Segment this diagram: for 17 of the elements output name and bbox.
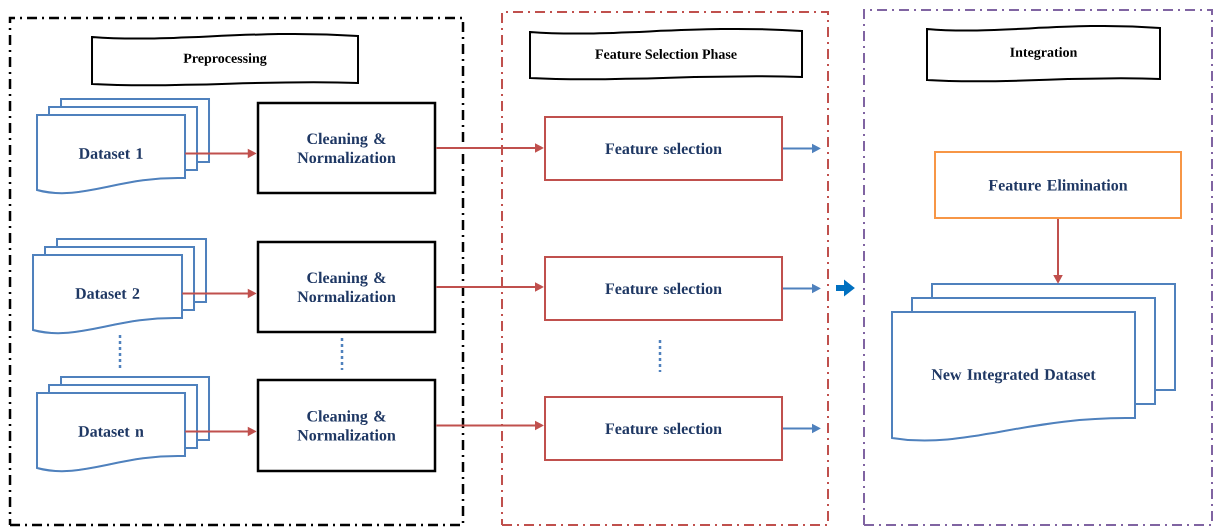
process-box: Cleaning & Normalization	[256, 378, 437, 473]
process-box: Cleaning & Normalization	[256, 101, 437, 195]
phase-title: Preprocessing	[91, 33, 359, 87]
process-box: Feature selection	[544, 256, 783, 321]
phase-title: Integration	[926, 25, 1161, 83]
phase-panel	[501, 11, 829, 526]
document-stack: Dataset 2	[32, 238, 207, 335]
process-box: Feature selection	[544, 396, 783, 461]
document-stack: New Integrated Dataset	[891, 283, 1176, 442]
process-box: Feature selection	[544, 116, 783, 181]
process-box: Cleaning & Normalization	[256, 240, 437, 334]
phase-panel	[8, 16, 465, 527]
document-stack: Dataset n	[36, 376, 210, 473]
phase-title: Feature Selection Phase	[529, 28, 803, 81]
phase-panel	[863, 9, 1213, 526]
process-box: Feature Elimination	[934, 151, 1182, 219]
document-stack: Dataset 1	[36, 98, 210, 195]
